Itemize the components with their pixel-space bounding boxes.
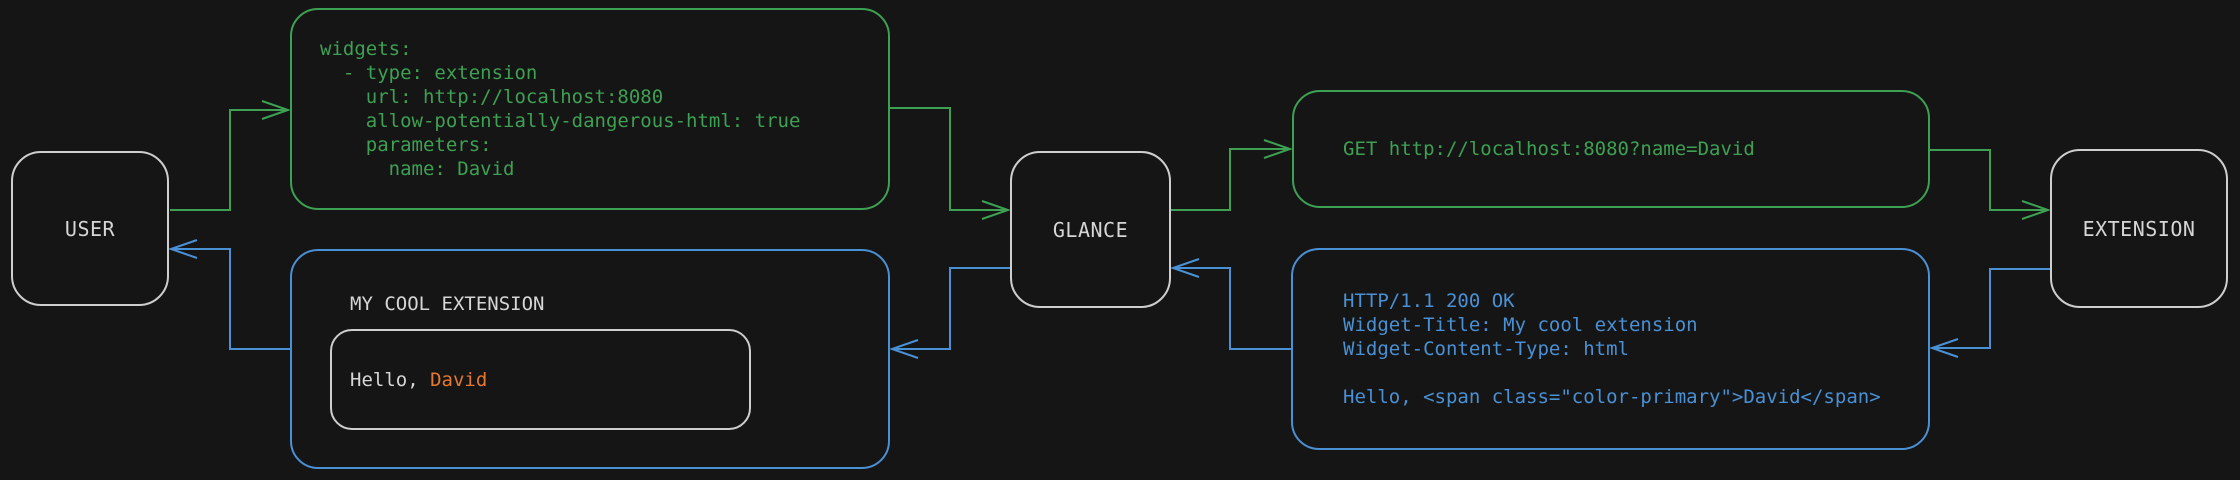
config-yaml-box: widgets: - type: extension url: http://l… xyxy=(290,8,890,210)
node-extension-label: EXTENSION xyxy=(2082,216,2196,241)
widget-preview-box: MY COOL EXTENSION Hello, David xyxy=(290,249,890,469)
arrow-user-to-config xyxy=(170,100,292,211)
arrow-widget-to-user xyxy=(167,239,290,350)
node-extension: EXTENSION xyxy=(2050,149,2228,308)
greeting-prefix: Hello, xyxy=(350,368,431,391)
arrow-config-to-glance xyxy=(890,107,1012,220)
widget-greeting-box: Hello, David xyxy=(330,329,751,430)
http-response-code: HTTP/1.1 200 OK Widget-Title: My cool ex… xyxy=(1343,290,1881,408)
arrow-glance-to-request xyxy=(1171,139,1294,211)
node-user: USER xyxy=(11,151,169,306)
http-request-text: GET http://localhost:8080?name=David xyxy=(1343,138,1755,160)
config-yaml-code: widgets: - type: extension url: http://l… xyxy=(320,38,801,180)
node-glance-label: GLANCE xyxy=(1052,217,1129,242)
widget-preview-title: MY COOL EXTENSION xyxy=(350,293,545,315)
arrow-request-to-extension xyxy=(1930,149,2052,220)
greeting-name: David xyxy=(430,368,488,391)
http-request-box: GET http://localhost:8080?name=David xyxy=(1292,90,1930,208)
node-user-label: USER xyxy=(64,216,116,241)
node-glance: GLANCE xyxy=(1010,151,1171,308)
arrow-response-to-glance xyxy=(1169,258,1291,350)
arrow-glance-to-widget xyxy=(888,267,1010,359)
http-response-box: HTTP/1.1 200 OK Widget-Title: My cool ex… xyxy=(1291,248,1930,450)
arrow-extension-to-response xyxy=(1928,268,2050,358)
